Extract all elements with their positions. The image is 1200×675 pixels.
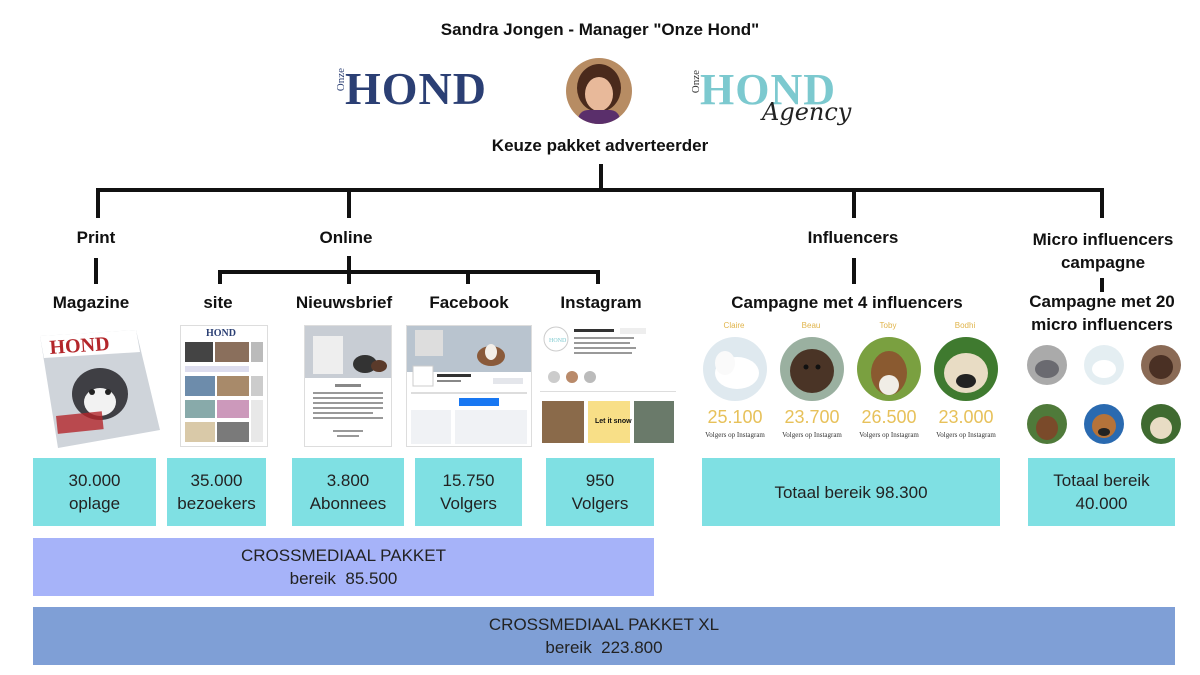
stat-label: Totaal bereik [1053, 471, 1150, 490]
sub-magazine: Magazine [52, 293, 130, 312]
connector-line [347, 256, 351, 272]
connector-line [94, 258, 98, 284]
stat-label: Abonnees [309, 494, 387, 513]
connector-line [96, 188, 1104, 192]
influencer-caption: Volgers op Instagram [705, 431, 765, 439]
stat-value: 15.750 [442, 471, 495, 490]
diagram-root-label: Keuze pakket adverteerder [491, 136, 709, 155]
connector-line [596, 270, 600, 284]
sub-instagram: Instagram [560, 293, 642, 312]
branch-micro-influencers: Micro influencers campagne [1032, 230, 1174, 272]
influencer-name: Beau [801, 321, 821, 330]
sub-facebook: Facebook [429, 293, 509, 312]
influencer-name: Claire [723, 321, 745, 330]
influencer-photo [857, 337, 921, 401]
facebook-screenshot [406, 325, 532, 447]
stat-value: 35.000 [190, 471, 243, 490]
stat-total: Totaal bereik 98.300 [774, 482, 928, 502]
sub-nieuwsbrief: Nieuwsbrief [295, 293, 393, 312]
logo-hond-text: HOND [700, 65, 836, 114]
connector-line [347, 188, 351, 218]
connector-line [1100, 188, 1104, 218]
logo-agency-text: Agency [762, 98, 852, 126]
stat-label: Volgers [440, 494, 497, 513]
influencer-followers: 23.700 [784, 407, 840, 427]
influencer-photo [934, 337, 998, 401]
sub-campagne-4: Campagne met 4 influencers [731, 293, 963, 312]
micro-influencer-photo [1027, 345, 1067, 385]
micro-influencer-photo [1141, 345, 1181, 385]
svg-text:HOND: HOND [49, 333, 110, 359]
magazine-cover-image: HOND [36, 330, 160, 448]
connector-line [218, 270, 600, 274]
micro-influencer-photo [1141, 404, 1181, 444]
connector-line [218, 270, 222, 284]
connector-line [466, 270, 470, 284]
stat-box-micro: Totaal bereik 40.000 [1028, 458, 1175, 526]
connector-line [599, 164, 603, 190]
stat-label: Volgers [571, 494, 629, 513]
micro-influencer-photo [1027, 404, 1067, 444]
stat-box-influencers: Totaal bereik 98.300 [702, 458, 1000, 526]
influencer-photo [703, 337, 767, 401]
connector-line [852, 188, 856, 218]
avatar [566, 58, 632, 124]
logo-hond-text: HOND [345, 63, 487, 114]
package-title: CROSSMEDIAAL PAKKET XL [488, 615, 720, 634]
influencer-name: Bodhi [954, 321, 976, 330]
newsletter-screenshot [304, 325, 392, 447]
onze-hond-logo: Onze HOND [335, 62, 515, 114]
connector-line [852, 258, 856, 284]
svg-text:HOND: HOND [549, 338, 567, 344]
instagram-screenshot: HOND Let it snow [540, 325, 676, 445]
branch-print: Print [76, 228, 116, 247]
influencer-followers: 23.000 [938, 407, 994, 427]
branch-online: Online [319, 228, 373, 247]
onze-hond-agency-logo: Onze HOND Agency [690, 62, 860, 132]
stat-value: 30.000 [68, 471, 121, 490]
stat-value: 3.800 [326, 471, 370, 490]
stat-label: bezoekers [177, 494, 256, 513]
sub-campagne-20: Campagne met 20 micro influencers [1029, 292, 1175, 334]
stat-value: 950 [585, 471, 615, 490]
sub-site: site [203, 293, 233, 312]
stat-box-site: 35.000 bezoekers [167, 458, 266, 526]
influencer-caption: Volgers op Instagram [782, 431, 842, 439]
stat-value: 40.000 [1075, 494, 1128, 513]
package-title: CROSSMEDIAAL PAKKET [241, 546, 446, 565]
package-crossmediaal: CROSSMEDIAAL PAKKET bereik 85.500 [33, 538, 654, 596]
influencer-followers: 26.500 [861, 407, 917, 427]
micro-influencer-photo [1084, 345, 1124, 385]
influencer-photo [780, 337, 844, 401]
influencer-caption: Volgers op Instagram [859, 431, 919, 439]
website-screenshot: HOND [180, 325, 268, 447]
influencer-name: Toby [879, 321, 897, 330]
package-reach: bereik 223.800 [545, 638, 663, 657]
svg-text:Let it snow: Let it snow [595, 418, 632, 425]
stat-label: oplage [68, 494, 121, 513]
influencer-caption: Volgers op Instagram [936, 431, 996, 439]
package-reach: bereik 85.500 [289, 569, 398, 588]
connector-line [96, 188, 100, 218]
svg-text:HOND: HOND [206, 328, 236, 339]
micro-influencer-photo [1084, 404, 1124, 444]
connector-line [347, 270, 351, 284]
influencer-followers: 25.100 [707, 407, 763, 427]
connector-line [1100, 278, 1104, 292]
stat-box-magazine: 30.000 oplage [33, 458, 156, 526]
page-title: Sandra Jongen - Manager "Onze Hond" [440, 20, 760, 39]
branch-influencers: Influencers [807, 228, 899, 247]
package-crossmediaal-xl: CROSSMEDIAAL PAKKET XL bereik 223.800 [33, 607, 1175, 665]
